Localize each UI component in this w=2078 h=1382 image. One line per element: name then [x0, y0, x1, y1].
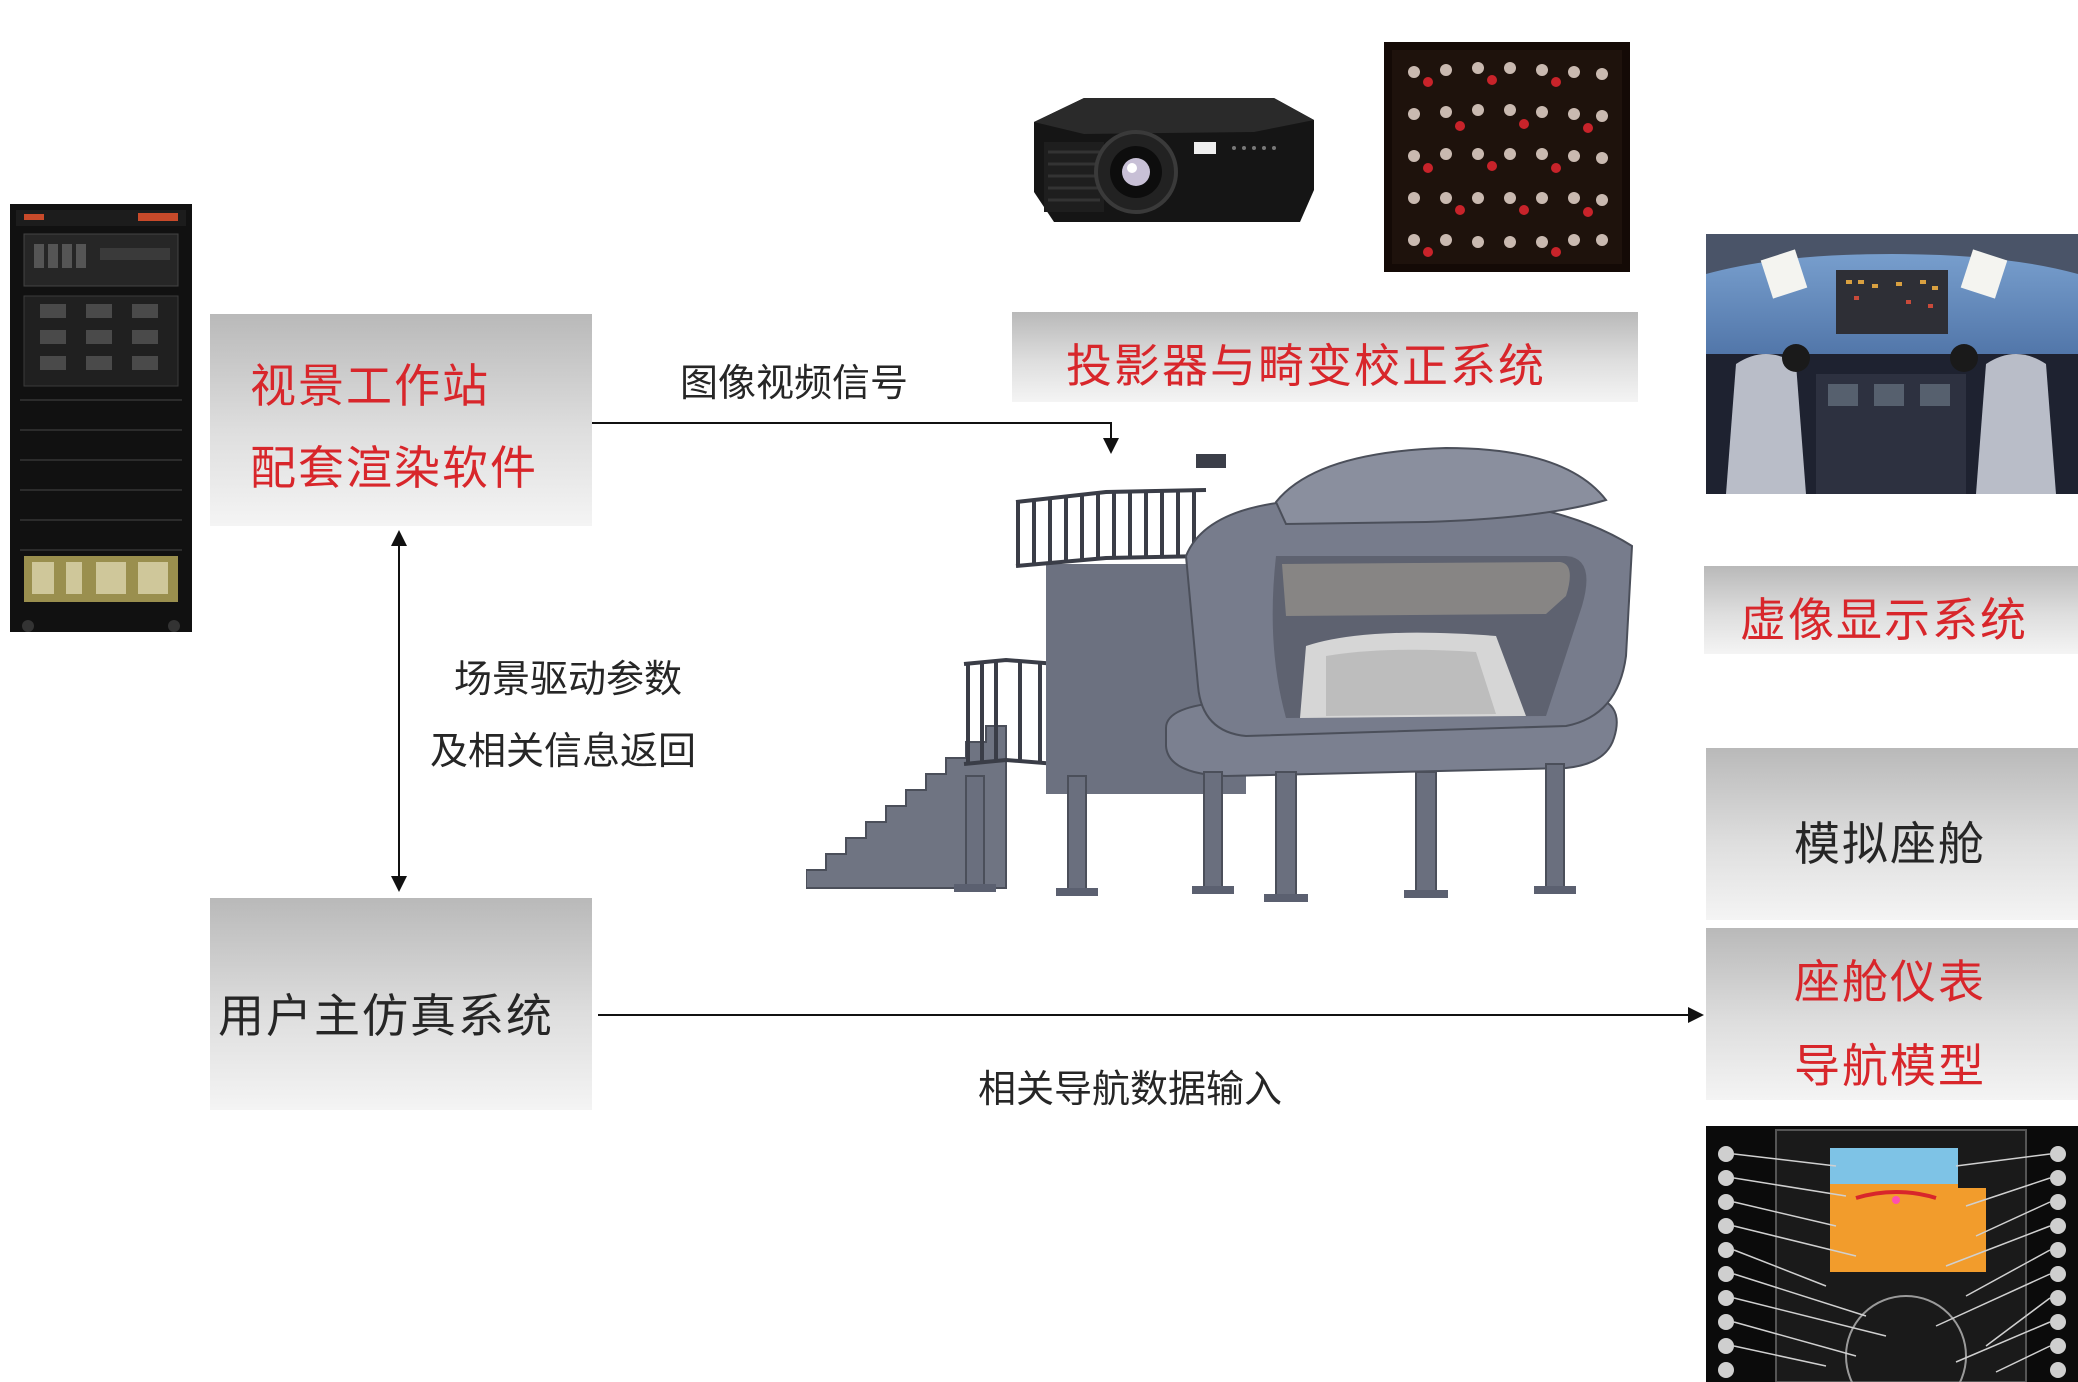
scene-drive-label-line1: 场景驱动参数	[454, 657, 683, 701]
instrument-panel-diagram-image	[1706, 1126, 2078, 1382]
simulated-cockpit-label: 模拟座舱	[1794, 817, 1986, 871]
distortion-correction-pattern-image	[1384, 42, 1630, 272]
projector-system-box	[1012, 312, 1638, 402]
projector-image	[1034, 98, 1314, 222]
cockpit-instruments-box	[1706, 928, 2078, 1100]
render-software-label: 配套渲染软件	[250, 441, 538, 495]
scene-drive-label-line2: 及相关信息返回	[430, 729, 697, 773]
visual-workstation-box	[210, 314, 592, 526]
host-simulation-label: 用户主仿真系统	[218, 989, 554, 1043]
video-signal-line	[592, 422, 1112, 424]
simulated-cockpit-box	[1706, 748, 2078, 920]
virtual-display-label: 虚像显示系统	[1740, 593, 2028, 647]
visual-workstation-label: 视景工作站	[250, 359, 490, 413]
flight-simulator-dome-image	[806, 446, 1634, 902]
scene-drive-line	[398, 544, 400, 878]
navigation-data-line	[598, 1014, 1692, 1016]
scene-drive-arrowhead-down	[391, 876, 407, 892]
host-simulation-box	[210, 898, 592, 1110]
navigation-data-label: 相关导航数据输入	[978, 1067, 1283, 1111]
scene-drive-arrowhead-up	[391, 530, 407, 546]
cockpit-instruments-label: 座舱仪表	[1794, 955, 1986, 1009]
server-rack-image	[10, 204, 192, 632]
video-signal-label: 图像视频信号	[680, 361, 909, 405]
cockpit-photo-image	[1706, 234, 2078, 494]
video-signal-arrowhead	[1103, 438, 1119, 454]
virtual-display-box	[1704, 566, 2078, 654]
video-signal-line-drop	[1110, 422, 1112, 442]
projector-system-label: 投影器与畸变校正系统	[1066, 339, 1546, 393]
navigation-model-label: 导航模型	[1794, 1039, 1986, 1093]
navigation-data-arrowhead	[1688, 1007, 1704, 1023]
